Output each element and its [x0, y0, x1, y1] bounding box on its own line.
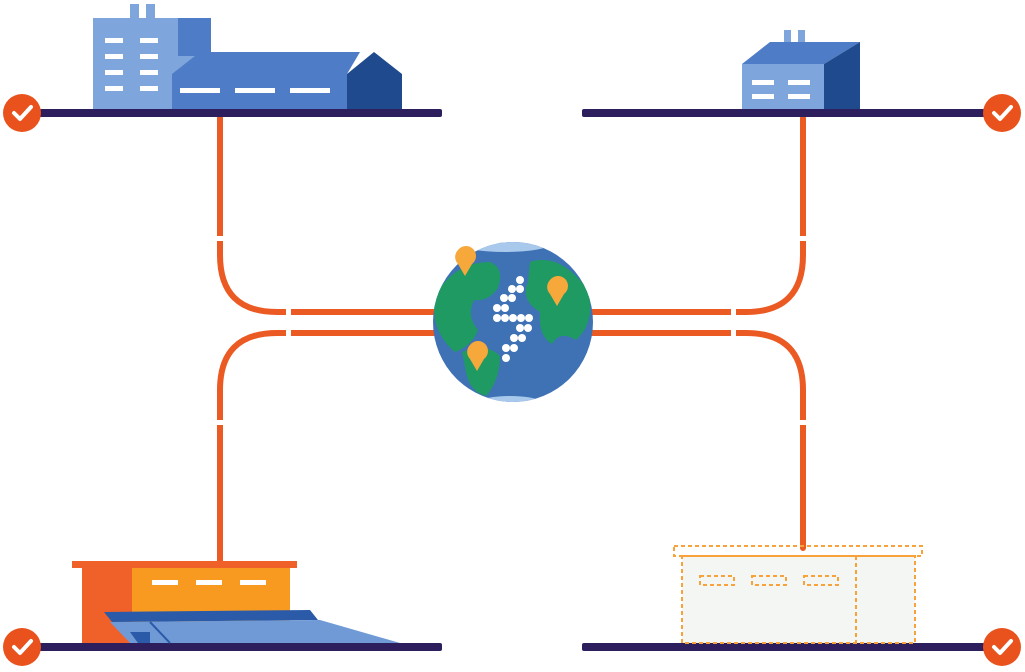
map-pin-icon: [455, 246, 476, 276]
check-badges: [3, 94, 1021, 666]
ground-lines: [22, 109, 1002, 651]
connector-gaps: [215, 236, 808, 425]
check-circle-icon: [3, 628, 41, 666]
ground-top-right: [582, 109, 1002, 117]
warehouse-planned-building: [673, 545, 923, 644]
connector-lines: [217, 115, 806, 565]
check-circle-icon: [983, 628, 1021, 666]
connector-bottom-right: [585, 330, 806, 551]
check-circle-icon: [983, 94, 1021, 132]
factory-small-building: [742, 30, 860, 109]
ground-bottom-left: [22, 643, 442, 651]
map-pin-icon: [467, 341, 488, 371]
factory-large-building: [93, 4, 402, 109]
map-pin-icon: [547, 276, 568, 306]
connector-top-right: [585, 115, 806, 315]
check-circle-icon: [3, 94, 41, 132]
globe-icon: [433, 242, 593, 402]
connector-top-left: [217, 115, 443, 315]
ground-top-left: [22, 109, 442, 117]
hex-logo-icon: [493, 276, 533, 362]
warehouse-solar-building: [72, 561, 400, 644]
ground-bottom-right: [582, 643, 1002, 651]
connector-bottom-left: [217, 330, 443, 565]
